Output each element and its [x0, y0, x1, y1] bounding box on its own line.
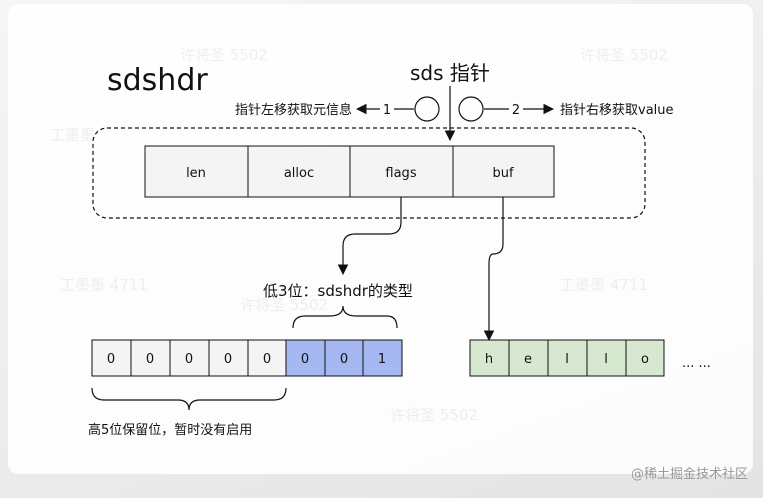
reserved-bits-caption: 高5位保留位，暂时没有启用 — [88, 422, 252, 438]
svg-text:许将圣 5502: 许将圣 5502 — [240, 296, 328, 314]
bit-box — [130, 339, 171, 377]
type-bit-value: 0 — [340, 352, 348, 367]
bit-value: 0 — [107, 352, 115, 367]
svg-text:工墨墨 4711: 工墨墨 4711 — [560, 276, 648, 294]
svg-text:许将圣 5502: 许将圣 5502 — [580, 46, 668, 64]
type-bit-box — [324, 339, 364, 377]
char-box — [469, 339, 510, 377]
field-buf: buf — [492, 166, 513, 181]
left-arrow-number: 1 — [383, 103, 391, 118]
field-buf-box — [452, 145, 555, 198]
field-alloc: alloc — [284, 166, 314, 181]
field-flags: flags — [385, 166, 416, 181]
bit-value: 0 — [146, 352, 154, 367]
bit-box — [247, 339, 287, 377]
type-bit-value: 1 — [378, 352, 386, 367]
left-circle — [414, 96, 440, 122]
bit-box — [91, 339, 132, 377]
char-value: l — [604, 352, 608, 367]
char-value: l — [565, 352, 569, 367]
buf-chars: h e l l o — [469, 339, 665, 377]
svg-text:许将圣 5502: 许将圣 5502 — [180, 46, 268, 64]
char-value: h — [485, 352, 493, 367]
bit-value: 0 — [185, 352, 193, 367]
flags-type-caption: 低3位：sdshdr的类型 — [263, 282, 413, 300]
diagram-title: sdshdr — [107, 63, 208, 98]
reserved-bits-brace — [91, 387, 287, 411]
right-num-bg — [509, 101, 523, 117]
type-bits-brace — [292, 305, 398, 329]
footer-watermark: @稀土掘金技术社区 — [631, 466, 748, 482]
type-bit-value: 0 — [301, 352, 309, 367]
bit-value: 0 — [224, 352, 232, 367]
type-bit-box — [362, 339, 403, 377]
buf-ellipsis: ... ... — [682, 356, 711, 371]
right-circle — [458, 96, 484, 122]
right-arrow-text: 指针右移获取value — [560, 103, 674, 118]
svg-text:工墨墨: 工墨墨 — [50, 126, 95, 144]
flags-bits: 0 0 0 0 0 0 0 1 — [91, 339, 403, 377]
svg-text:工墨墨 4711: 工墨墨 4711 — [60, 276, 148, 294]
field-len: len — [186, 166, 206, 181]
buf-connector — [483, 197, 504, 342]
sdshdr-container — [92, 127, 646, 219]
flags-connector — [337, 197, 402, 276]
pointer-label: sds 指针 — [410, 61, 490, 85]
char-box — [547, 339, 588, 377]
right-arrow-number: 2 — [512, 103, 520, 118]
char-box — [625, 339, 665, 377]
type-bit-box — [285, 339, 326, 377]
field-flags-box — [349, 145, 454, 198]
bit-value: 0 — [263, 352, 271, 367]
left-num-bg — [380, 101, 394, 117]
svg-text:许将圣 5502: 许将圣 5502 — [390, 406, 478, 424]
char-value: e — [524, 352, 532, 367]
diagram-card — [8, 4, 753, 474]
left-arrow-text: 指针左移获取元信息 — [235, 102, 352, 118]
char-value: o — [641, 352, 649, 367]
bit-box — [208, 339, 249, 377]
char-box — [586, 339, 627, 377]
header-fields: len alloc flags buf — [144, 145, 555, 198]
bit-box — [169, 339, 210, 377]
